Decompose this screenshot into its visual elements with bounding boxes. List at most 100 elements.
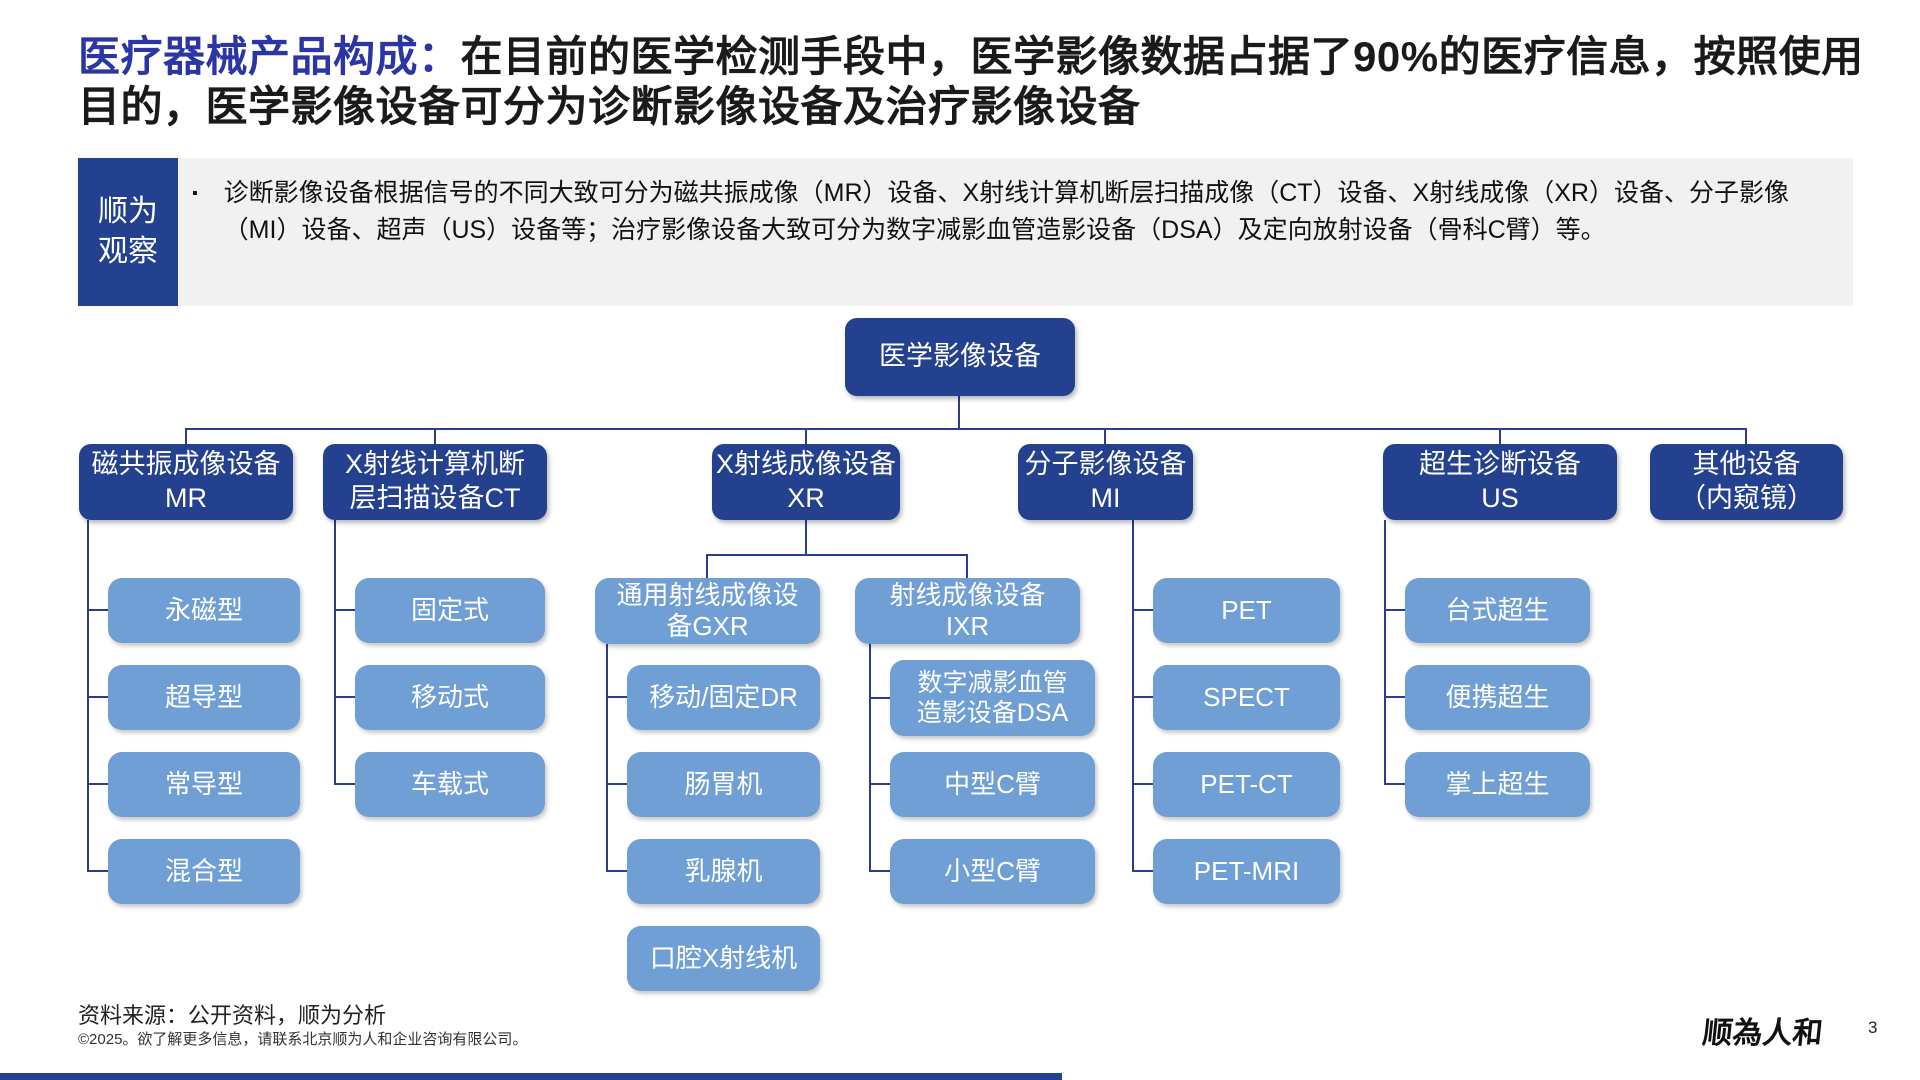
connector: [1132, 609, 1153, 611]
leaf-label: 便携超生: [1445, 681, 1550, 712]
observation-text: 诊断影像设备根据信号的不同大致可分为磁共振成像（MR）设备、X射线计算机断层扫描…: [223, 179, 1789, 244]
connector: [706, 556, 708, 578]
leaf-ct-2: 车载式: [355, 752, 545, 817]
connector: [805, 520, 807, 556]
node-xr: X射线成像设备 XR: [712, 444, 900, 520]
connector: [869, 783, 890, 785]
bottom-accent-bar: [0, 1073, 1062, 1080]
leaf-mr-1: 超导型: [108, 665, 300, 730]
leaf-ct-0: 固定式: [355, 578, 545, 643]
connector: [334, 696, 355, 698]
leaf-label: 掌上超生: [1445, 768, 1550, 799]
leaf-ixr-1: 小型C臂: [890, 839, 1095, 904]
leaf-label: SPECT: [1203, 681, 1290, 712]
node-gxr-line1: 通用射线成像设: [616, 579, 799, 610]
node-us: 超生诊断设备 US: [1383, 444, 1617, 520]
page-title-rest: 在目前的医学检测手段中，医学影像数据占据了90%的医疗信息，按照使用目的，医学影…: [78, 33, 1864, 130]
leaf-dsa-line1: 数字减影血管: [917, 669, 1068, 697]
leaf-label: PET-CT: [1200, 768, 1293, 799]
connector: [185, 428, 1747, 430]
leaf-label: 小型C臂: [944, 855, 1041, 886]
leaf-label: PET-MRI: [1193, 855, 1300, 886]
node-us-line2: US: [1481, 483, 1519, 513]
leaf-label: 中型C臂: [944, 768, 1041, 799]
leaf-label: 移动式: [410, 681, 489, 712]
company-logo: 顺為人和: [1700, 1016, 1825, 1051]
leaf-label: 口腔X射线机: [649, 942, 798, 973]
node-mr-line1: 磁共振成像设备: [91, 449, 281, 480]
leaf-us-1: 便携超生: [1405, 665, 1590, 730]
leaf-dsa-line2: 造影设备DSA: [916, 699, 1069, 727]
node-other-line2: （内窥镜）: [1679, 483, 1814, 513]
connector: [1384, 783, 1405, 785]
connector: [606, 783, 627, 785]
node-mi-line1: 分子影像设备: [1024, 449, 1187, 480]
connector: [334, 609, 355, 611]
connector: [1499, 430, 1501, 444]
connector: [1745, 430, 1747, 444]
leaf-ixr-0: 中型C臂: [890, 752, 1095, 817]
connector: [1384, 520, 1386, 785]
leaf-label: 常导型: [164, 768, 243, 799]
leaf-gxr-0: 移动/固定DR: [627, 665, 820, 730]
node-ct-line1: X射线计算机断: [344, 449, 525, 480]
node-root-label: 医学影像设备: [879, 341, 1041, 372]
connector: [1104, 430, 1106, 444]
leaf-mi-0: PET: [1153, 578, 1340, 643]
node-gxr-line2: 备GXR: [666, 611, 749, 641]
connector: [606, 870, 627, 872]
observation-tab: 顺为 观察: [78, 158, 178, 306]
page-title-highlight: 医疗器械产品构成：: [78, 33, 461, 80]
connector: [958, 396, 960, 430]
connector: [87, 696, 108, 698]
leaf-gxr-2: 乳腺机: [627, 839, 820, 904]
node-ct: X射线计算机断 层扫描设备CT: [323, 444, 547, 520]
leaf-mr-2: 常导型: [108, 752, 300, 817]
source-note: 资料来源：公开资料，顺为分析: [78, 1003, 387, 1028]
node-ixr-line1: 射线成像设备: [889, 579, 1046, 610]
connector: [87, 609, 108, 611]
node-ixr-line2: IXR: [945, 611, 990, 641]
node-other: 其他设备 （内窥镜）: [1650, 444, 1843, 520]
connector: [1132, 696, 1153, 698]
observation-tab-line2: 观察: [98, 235, 158, 268]
leaf-us-2: 掌上超生: [1405, 752, 1590, 817]
leaf-us-0: 台式超生: [1405, 578, 1590, 643]
leaf-ixr-dsa: 数字减影血管 造影设备DSA: [890, 660, 1095, 736]
node-mr-line2: MR: [165, 483, 207, 513]
leaf-mi-2: PET-CT: [1153, 752, 1340, 817]
node-gxr: 通用射线成像设 备GXR: [595, 578, 820, 644]
connector: [1384, 696, 1405, 698]
leaf-label: PET: [1221, 594, 1272, 625]
leaf-gxr-1: 肠胃机: [627, 752, 820, 817]
connector: [434, 430, 436, 444]
connector: [869, 697, 890, 699]
leaf-label: 超导型: [164, 681, 243, 712]
connector: [1132, 783, 1153, 785]
node-ct-line2: 层扫描设备CT: [349, 483, 521, 513]
node-us-line1: 超生诊断设备: [1419, 449, 1581, 480]
connector: [966, 556, 968, 578]
node-mi-line2: MI: [1090, 483, 1121, 513]
page-number: 3: [1868, 1018, 1878, 1037]
connector: [1132, 870, 1153, 872]
leaf-mr-3: 混合型: [108, 839, 300, 904]
connector: [606, 644, 608, 872]
node-mi: 分子影像设备 MI: [1018, 444, 1193, 520]
leaf-label: 台式超生: [1445, 594, 1550, 625]
observation-panel: [78, 158, 1853, 306]
leaf-label: 移动/固定DR: [649, 681, 798, 712]
leaf-mi-3: PET-MRI: [1153, 839, 1340, 904]
leaf-ct-1: 移动式: [355, 665, 545, 730]
connector: [334, 783, 355, 785]
leaf-gxr-3: 口腔X射线机: [627, 926, 820, 991]
observation-tab-line1: 顺为: [98, 194, 158, 228]
connector: [334, 520, 336, 785]
node-ixr: 射线成像设备 IXR: [855, 578, 1080, 644]
node-xr-line2: XR: [787, 483, 825, 513]
node-root: 医学影像设备: [845, 318, 1075, 396]
connector: [87, 783, 108, 785]
leaf-label: 肠胃机: [684, 768, 763, 799]
connector: [869, 644, 871, 872]
leaf-mr-0: 永磁型: [108, 578, 300, 643]
